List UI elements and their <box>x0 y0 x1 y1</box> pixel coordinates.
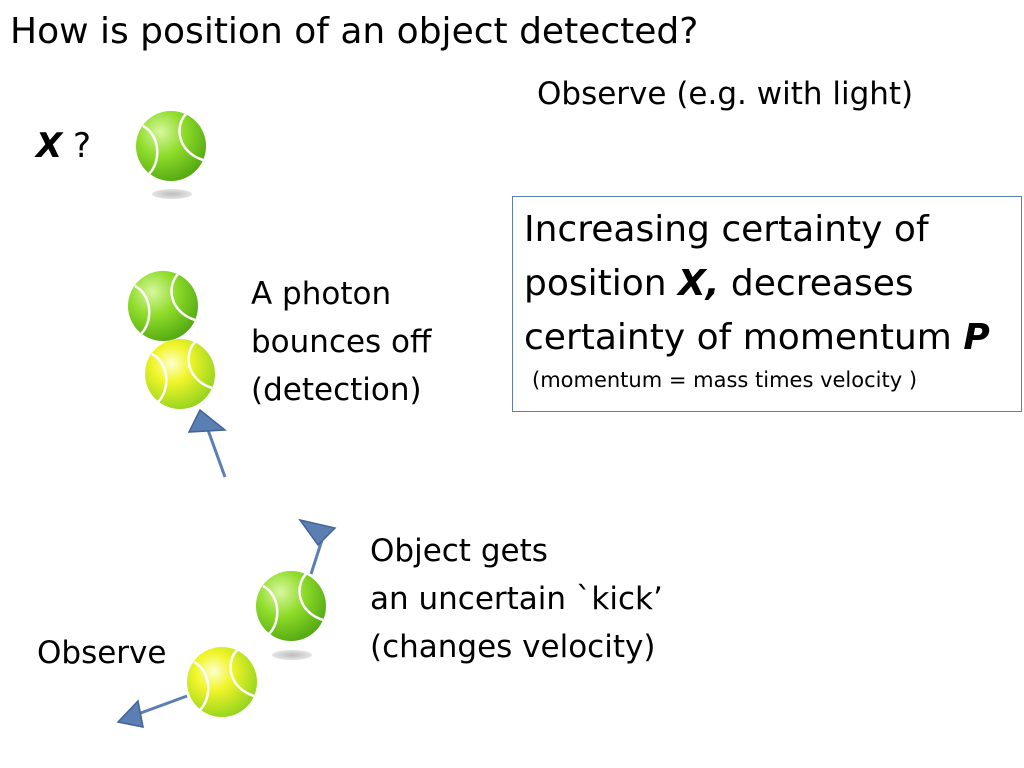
x-question: X ? <box>36 124 91 168</box>
kick-caption: Object gets an uncertain `kick’ (changes… <box>370 527 663 671</box>
tennis-ball-icon <box>128 271 198 341</box>
slide-title: How is position of an object detected? <box>10 11 699 52</box>
observe-light-label: Observe (e.g. with light) <box>537 76 914 112</box>
box-line-2: position X, decreases <box>524 257 1021 311</box>
photon-caption: A photon bounces off (detection) <box>251 270 431 414</box>
tennis-ball-icon <box>136 111 206 181</box>
box-line-2-tail: decreases <box>719 263 914 304</box>
uncertainty-box: Increasing certainty of position X, decr… <box>512 196 1022 412</box>
box-line-1: Increasing certainty of <box>524 209 929 250</box>
momentum-note: (momentum = mass times velocity ) <box>532 368 918 392</box>
photon-arrow-icon <box>187 408 228 478</box>
observe-label: Observe <box>37 635 167 671</box>
x-symbol: X <box>36 126 63 166</box>
ball-shadow <box>152 189 192 199</box>
box-line-2-text: position <box>524 263 679 304</box>
photon-icon <box>187 647 257 717</box>
kick-caption-line: an uncertain `kick’ <box>370 581 663 617</box>
momentum-variable: P <box>963 317 990 358</box>
photon-caption-line: A photon <box>251 276 392 312</box>
tennis-ball-icon <box>256 571 326 641</box>
photon-caption-line: (detection) <box>251 372 422 408</box>
position-variable: X, <box>678 263 720 304</box>
ball-shadow <box>272 650 312 660</box>
kick-caption-line: Object gets <box>370 533 548 569</box>
photon-arrow-icon <box>116 694 188 728</box>
kick-arrow-icon <box>298 518 337 575</box>
photon-caption-line: bounces off <box>251 324 432 360</box>
box-line-3: certainty of momentum P <box>524 311 1021 365</box>
box-line-3-text: certainty of momentum <box>524 317 964 358</box>
kick-caption-line: (changes velocity) <box>370 629 656 665</box>
photon-icon <box>145 339 215 409</box>
question-mark: ? <box>73 126 92 166</box>
